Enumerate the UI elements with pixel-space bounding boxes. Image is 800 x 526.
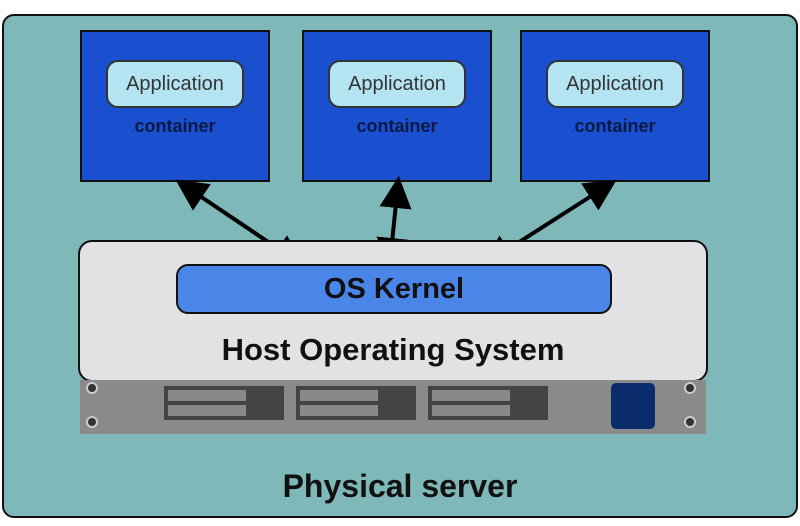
container-label: container: [356, 116, 438, 136]
drive-bay: [296, 386, 416, 420]
container-3: Application container: [520, 30, 710, 182]
application-label: Application: [328, 60, 466, 108]
screw-icon: [684, 416, 696, 428]
host-os-box: OS Kernel Host Operating System: [78, 240, 708, 382]
application-label: Application: [106, 60, 244, 108]
screw-icon: [684, 382, 696, 394]
application-label: Application: [546, 60, 684, 108]
host-os-label: Host Operating System: [221, 332, 565, 367]
physical-server-label: Physical server: [282, 468, 518, 504]
screw-icon: [86, 416, 98, 428]
drive-bay: [164, 386, 284, 420]
container-label: container: [134, 116, 216, 136]
server-rack: [80, 380, 706, 434]
container-1: Application container: [80, 30, 270, 182]
drive-bay: [428, 386, 548, 420]
container-2: Application container: [302, 30, 492, 182]
container-label: container: [574, 116, 656, 136]
power-panel: [611, 383, 655, 429]
screw-icon: [86, 382, 98, 394]
os-kernel: OS Kernel: [176, 264, 612, 314]
